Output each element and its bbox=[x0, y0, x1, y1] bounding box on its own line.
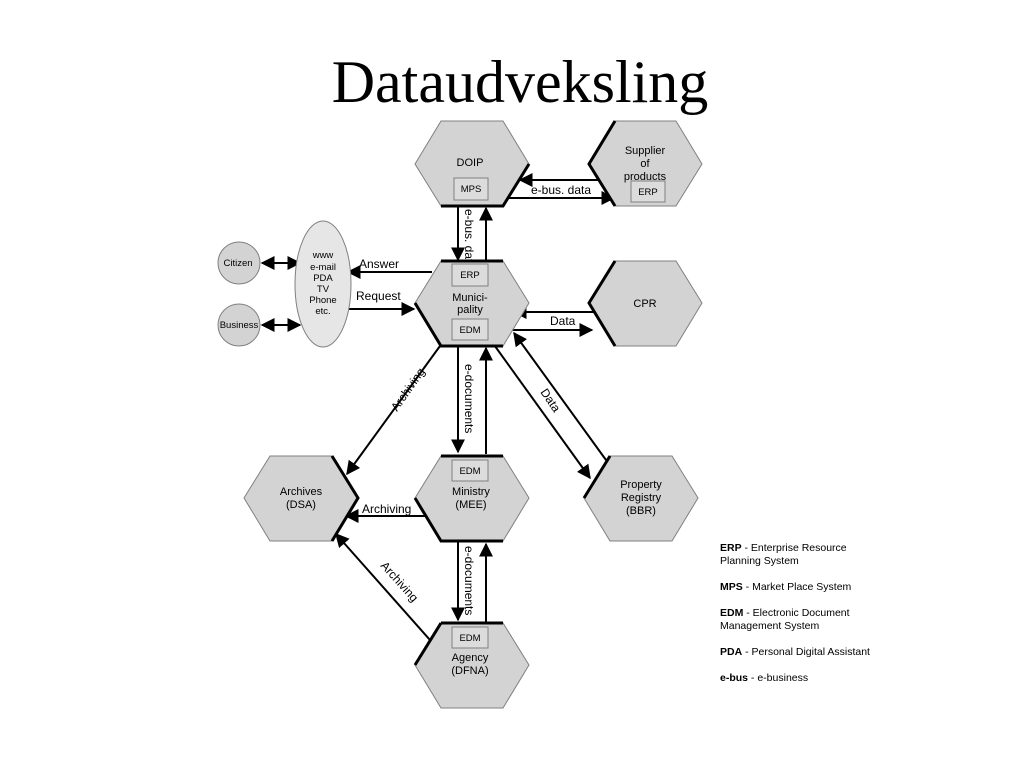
node-property-label-2: Registry bbox=[621, 492, 662, 504]
legend-abbr: ERP bbox=[720, 542, 742, 554]
node-channels-label-6: etc. bbox=[315, 306, 330, 317]
node-archives-label-1: Archives bbox=[280, 486, 323, 498]
node-doip-label: DOIP bbox=[457, 157, 484, 169]
edge-labels: e-bus. data e-bus. data Answer Request D… bbox=[356, 183, 591, 615]
node-ministry-box-label: EDM bbox=[459, 466, 480, 477]
label-ministry-archives: Archiving bbox=[362, 502, 411, 516]
node-citizen: Citizen bbox=[217, 241, 261, 285]
label-answer: Answer bbox=[359, 257, 399, 271]
node-cpr-label: CPR bbox=[633, 298, 656, 310]
node-municipality-box-bottom-label: EDM bbox=[459, 325, 480, 336]
node-business: Business bbox=[217, 303, 261, 347]
label-municipality-ministry: e-documents bbox=[462, 364, 476, 433]
node-supplier: Supplier of products ERP bbox=[587, 120, 703, 207]
legend-entry-mps: MPS - Market Place System bbox=[720, 581, 870, 594]
node-channels-label-5: Phone bbox=[309, 295, 336, 306]
edges bbox=[260, 173, 616, 641]
node-agency-box-label: EDM bbox=[459, 633, 480, 644]
node-business-label: Business bbox=[220, 320, 259, 331]
node-ministry-label-1: Ministry bbox=[452, 486, 490, 498]
node-channels: www e-mail PDA TV Phone etc. bbox=[294, 220, 352, 348]
legend-text: - Market Place System bbox=[742, 581, 852, 593]
node-ministry-label-2: (MEE) bbox=[455, 499, 486, 511]
node-agency-label-2: (DFNA) bbox=[451, 665, 488, 677]
node-ministry: EDM Ministry (MEE) bbox=[413, 454, 530, 543]
node-property-label-1: Property bbox=[620, 479, 662, 491]
node-channels-label-2: e-mail bbox=[310, 262, 336, 273]
node-citizen-label: Citizen bbox=[223, 258, 252, 269]
edge-municipality-to-property bbox=[491, 341, 591, 480]
node-channels-label-3: PDA bbox=[313, 273, 333, 284]
edge-property-to-municipality bbox=[513, 331, 607, 461]
label-request: Request bbox=[356, 289, 401, 303]
label-municipality-archives: Archiving bbox=[388, 365, 428, 413]
legend-abbr: e-bus bbox=[720, 672, 749, 684]
node-property-registry: Property Registry (BBR) bbox=[582, 455, 699, 542]
legend-text: - e-business bbox=[748, 672, 809, 684]
legend-entry-pda: PDA - Personal Digital Assistant bbox=[720, 646, 870, 659]
node-supplier-label-3: products bbox=[624, 171, 667, 183]
label-ministry-agency: e-documents bbox=[462, 546, 476, 615]
node-agency: EDM Agency (DFNA) bbox=[413, 621, 530, 709]
node-municipality-box-top-label: ERP bbox=[460, 270, 480, 281]
legend-entry-ebus: e-bus - e-business bbox=[720, 672, 870, 685]
node-channels-label-4: TV bbox=[317, 284, 330, 295]
label-agency-archives: Archiving bbox=[378, 559, 421, 605]
node-doip-box-label: MPS bbox=[461, 184, 482, 195]
slide-title: Dataudveksling bbox=[331, 49, 709, 115]
node-municipality: ERP Munici- pality EDM bbox=[413, 259, 530, 348]
node-supplier-label-2: of bbox=[640, 158, 650, 170]
legend-text: - Enterprise Resource Planning System bbox=[720, 542, 847, 567]
label-doip-supplier: e-bus. data bbox=[531, 183, 591, 197]
legend-abbr: MPS bbox=[720, 581, 743, 593]
edge-municipality-to-archives bbox=[346, 345, 441, 476]
legend-abbr: EDM bbox=[720, 607, 744, 619]
node-archives: Archives (DSA) bbox=[243, 455, 360, 542]
legend-entry-erp: ERP - Enterprise Resource Planning Syste… bbox=[720, 542, 870, 568]
node-agency-label-1: Agency bbox=[452, 652, 489, 664]
legend-text: - Electronic Document Management System bbox=[720, 607, 850, 632]
node-supplier-box-label: ERP bbox=[638, 187, 658, 198]
node-supplier-label-1: Supplier bbox=[625, 145, 666, 157]
node-channels-label-1: www bbox=[312, 250, 334, 261]
node-property-label-3: (BBR) bbox=[626, 505, 656, 517]
legend-abbr: PDA bbox=[720, 646, 743, 658]
label-doip-municipality: e-bus. data bbox=[462, 209, 476, 269]
node-doip: DOIP MPS bbox=[414, 120, 531, 208]
node-archives-label-2: (DSA) bbox=[286, 499, 316, 511]
legend-entry-edm: EDM - Electronic Document Management Sys… bbox=[720, 607, 870, 633]
legend-text: - Personal Digital Assistant bbox=[742, 646, 870, 658]
label-municipality-cpr: Data bbox=[550, 314, 576, 328]
node-municipality-label-2: pality bbox=[457, 304, 483, 316]
abbreviation-legend: ERP - Enterprise Resource Planning Syste… bbox=[720, 542, 870, 698]
node-cpr: CPR bbox=[587, 260, 703, 347]
edge-agency-to-archives bbox=[335, 532, 431, 641]
node-municipality-label-1: Munici- bbox=[452, 292, 488, 304]
